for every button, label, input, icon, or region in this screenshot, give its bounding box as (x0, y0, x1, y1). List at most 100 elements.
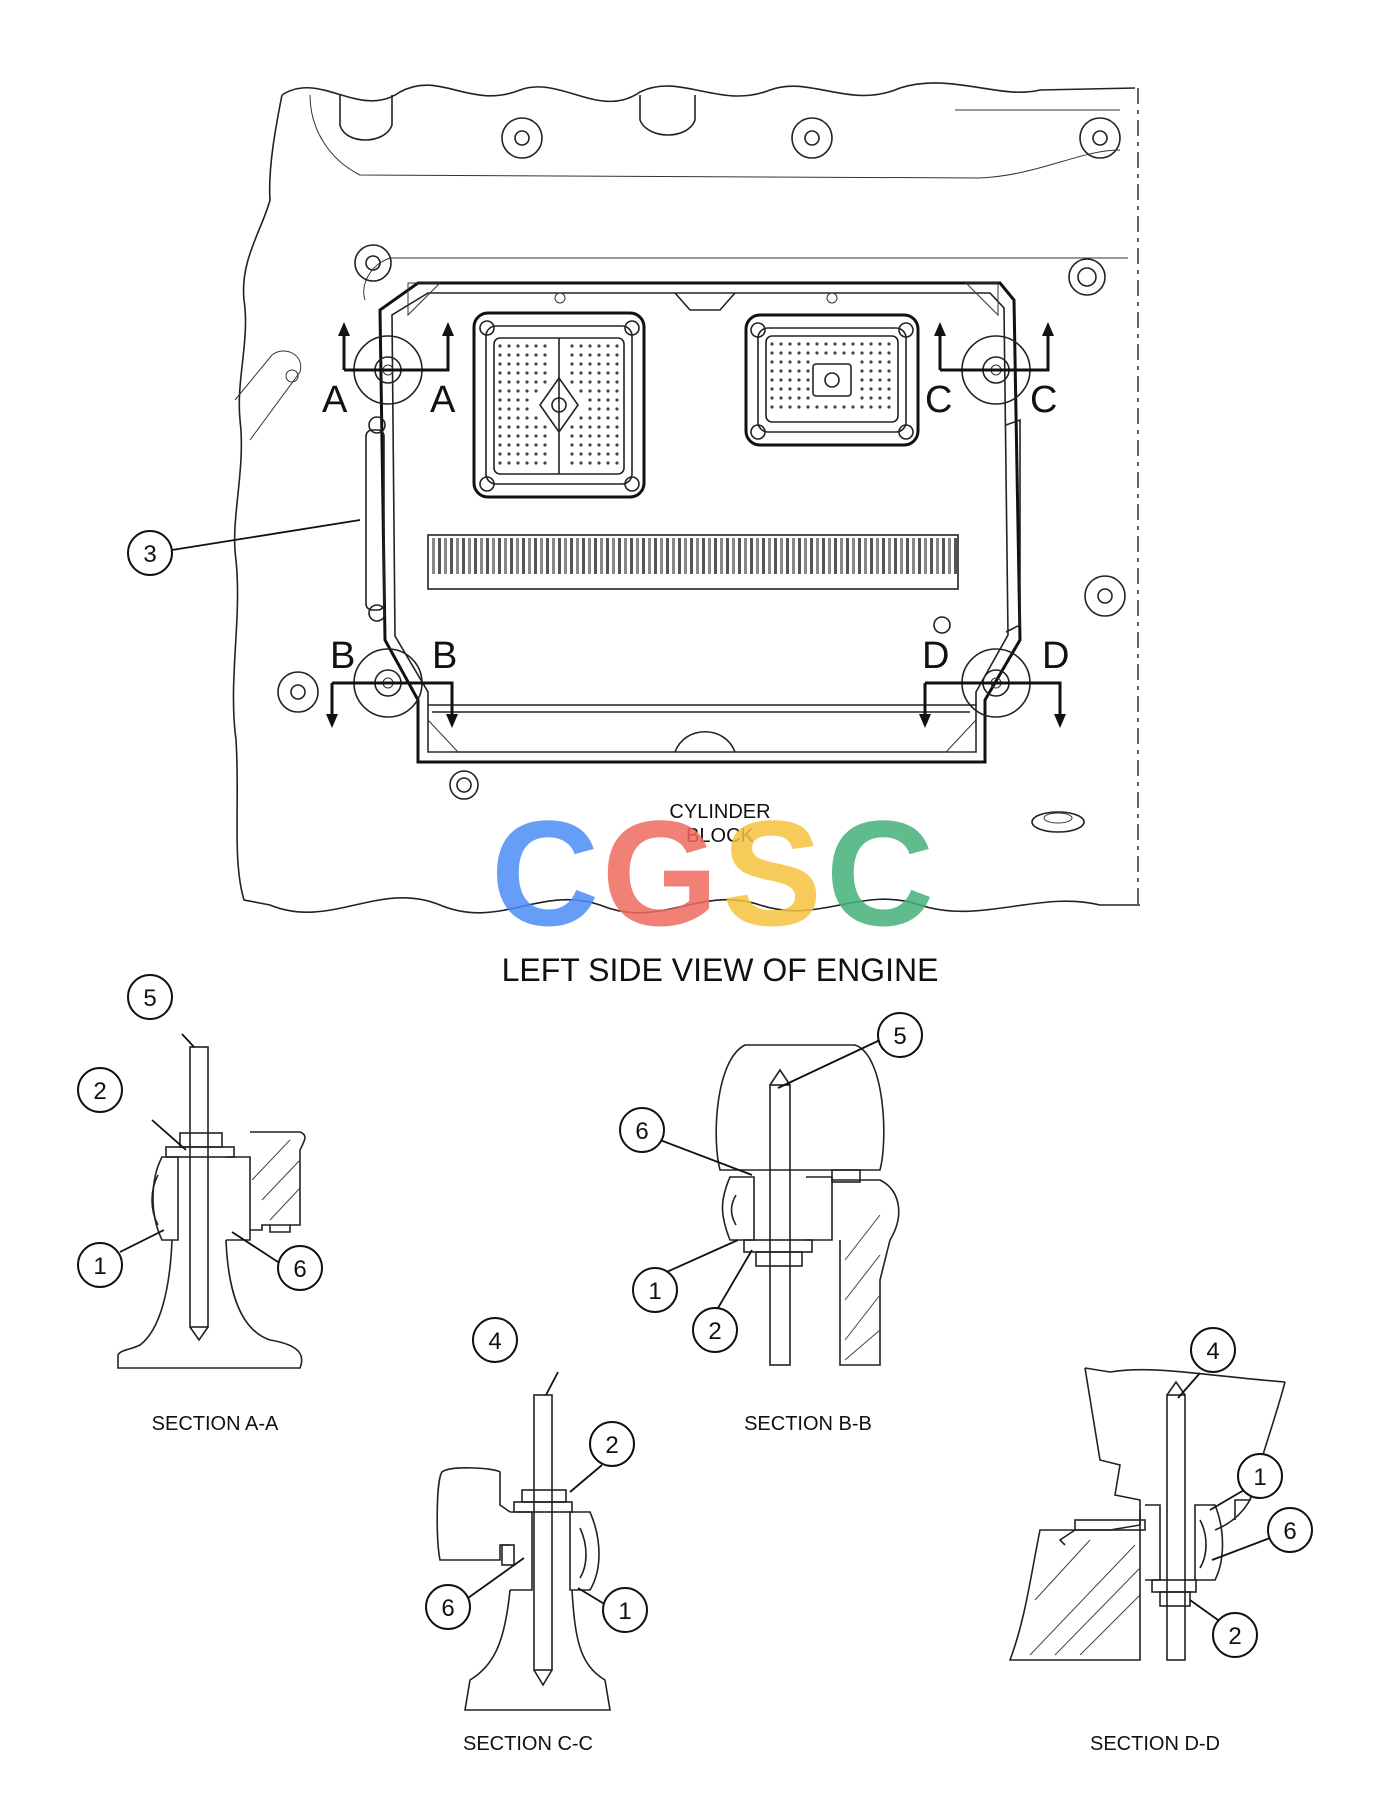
heatsink-fin (636, 538, 639, 574)
connector-pin (851, 342, 855, 346)
connector-pin (779, 351, 783, 355)
heatsink-fin (588, 538, 591, 574)
heatsink-fin (834, 538, 837, 574)
connector-pin (833, 351, 837, 355)
connector-pin (770, 405, 774, 409)
heatsink-fin (666, 538, 669, 574)
connector-pin (606, 380, 610, 384)
callout-dd-6: 6 (1283, 1518, 1296, 1545)
callout-cc-2: 2 (605, 1432, 618, 1459)
section-bb-label: SECTION B-B (744, 1413, 872, 1435)
connector-pin (516, 389, 520, 393)
watermark-letter-c1: C (491, 789, 599, 957)
section-cc-detail: 4 2 6 1 SECTION C-C (425, 1317, 648, 1755)
heatsink-fin (750, 538, 753, 574)
connector-pin (615, 461, 619, 465)
heatsink-fin (654, 538, 657, 574)
connector-pin (525, 398, 529, 402)
connector-pin (797, 405, 801, 409)
section-cc-label: SECTION C-C (463, 1733, 593, 1755)
connector-pin (606, 344, 610, 348)
connector-pin (534, 353, 538, 357)
connector-pin (516, 452, 520, 456)
connector-pin (878, 387, 882, 391)
connector-pin (597, 434, 601, 438)
connector-pin (588, 362, 592, 366)
connector-pin (534, 425, 538, 429)
section-dd-label: SECTION D-D (1090, 1733, 1220, 1755)
heatsink-fin (564, 538, 567, 574)
connector-pin (507, 443, 511, 447)
connector-pin (615, 389, 619, 393)
connector-pin (525, 407, 529, 411)
connector-pin (615, 434, 619, 438)
connector-pin (842, 342, 846, 346)
connector-pin (516, 371, 520, 375)
watermark-letter-c2: C (826, 789, 934, 957)
connector-pin (516, 353, 520, 357)
heatsink-fin (504, 538, 507, 574)
connector-pin (788, 342, 792, 346)
connector-pin (498, 380, 502, 384)
connector-pin (887, 369, 891, 373)
connector-pin (516, 344, 520, 348)
connector-pin (615, 353, 619, 357)
connector-pin (543, 371, 547, 375)
connector-pin (887, 378, 891, 382)
connector-pin (860, 405, 864, 409)
connector-pin (498, 461, 502, 465)
connector-pin (588, 353, 592, 357)
connector-pin (543, 425, 547, 429)
connector-pin (788, 387, 792, 391)
heatsink-fin (780, 538, 783, 574)
connector-pin (534, 389, 538, 393)
connector-pin (806, 405, 810, 409)
connector-pin (797, 378, 801, 382)
heatsink-fin (546, 538, 549, 574)
heatsink-fin (930, 538, 933, 574)
connector-pin (833, 405, 837, 409)
heatsink-fin (864, 538, 867, 574)
heatsink-fin (432, 538, 435, 574)
section-cut-b: B B (326, 635, 458, 728)
connector-pin (815, 351, 819, 355)
connector-pin (516, 362, 520, 366)
connector-pin (615, 344, 619, 348)
connector-pin (797, 387, 801, 391)
heatsink-fin (576, 538, 579, 574)
connector-pin (543, 434, 547, 438)
heatsink-fin (720, 538, 723, 574)
connector-pin (507, 461, 511, 465)
cylinder-block-label-line1: CYLINDER (669, 801, 770, 823)
connector-pin (597, 461, 601, 465)
heatsink-fin (630, 538, 633, 574)
connector-pin (770, 378, 774, 382)
connector-pin (570, 344, 574, 348)
heatsink-fin (732, 538, 735, 574)
connector-pin (615, 380, 619, 384)
callout-aa-1: 1 (93, 1253, 106, 1280)
connector-pin (498, 434, 502, 438)
connector-pin (516, 398, 520, 402)
connector-pin (878, 351, 882, 355)
connector-pin (498, 371, 502, 375)
connector-pin (887, 351, 891, 355)
connector-pin (579, 344, 583, 348)
connector-pin (806, 360, 810, 364)
connector-pin (824, 342, 828, 346)
heatsink-fin (768, 538, 771, 574)
heatsink-fin (810, 538, 813, 574)
heatsink-fin (714, 538, 717, 574)
callout-cc-6: 6 (441, 1595, 454, 1622)
connector-pin (534, 434, 538, 438)
connector-pin (779, 369, 783, 373)
connector-pin (779, 360, 783, 364)
heatsink-fin (954, 538, 957, 574)
heatsink-fin (552, 538, 555, 574)
callout-aa-6: 6 (293, 1256, 306, 1283)
connector-pin (516, 434, 520, 438)
connector-pin (851, 351, 855, 355)
connector-pin (806, 387, 810, 391)
connector-pin (597, 443, 601, 447)
connector-pin (516, 407, 520, 411)
